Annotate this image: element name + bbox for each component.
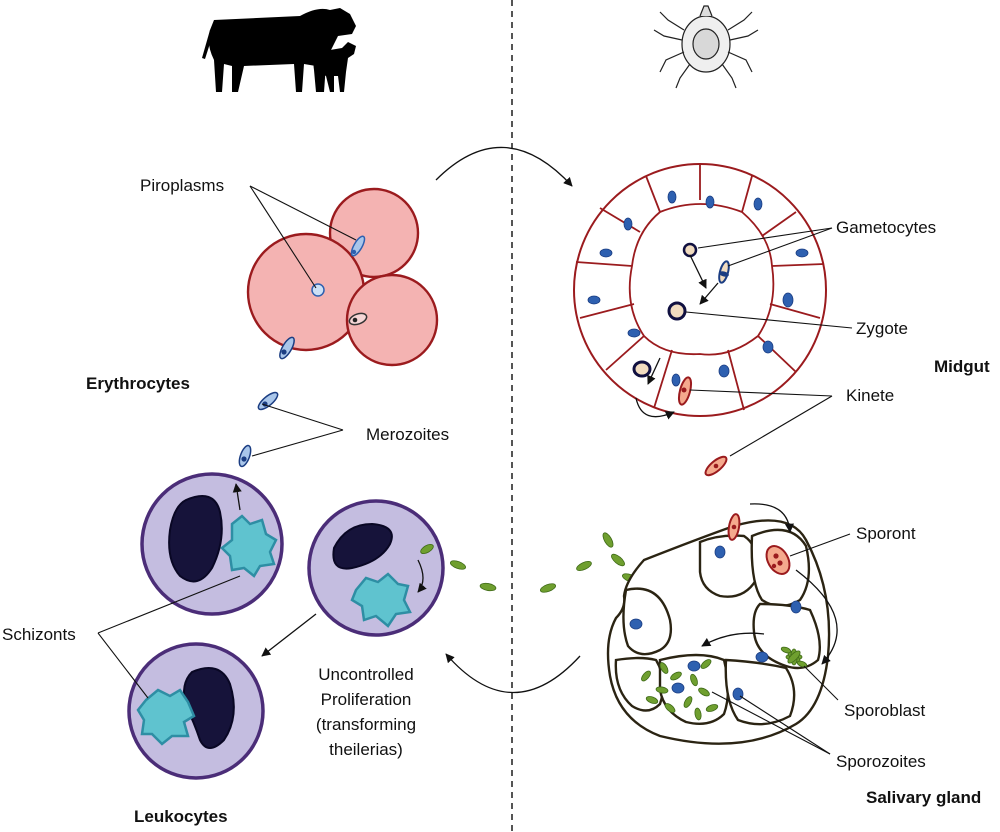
sporozoites-in-cell [641,659,719,721]
label-leukocytes: Leukocytes [134,807,228,826]
tick-icon [653,5,759,89]
piroplasm [311,283,325,297]
zygote [667,301,687,321]
label-zygote: Zygote [856,319,908,338]
label-piroplasms: Piroplasms [140,176,224,195]
label-gametocytes: Gametocytes [836,218,936,237]
erythrocyte [345,273,439,367]
label-salivary-gland: Salivary gland [866,788,981,807]
cycle-arrows [232,146,838,694]
gametocyte [682,242,698,258]
label-proliferation-1: Uncontrolled [318,665,413,684]
midgut-cell-nuclei [587,190,809,387]
label-midgut: Midgut [934,357,990,376]
leukocyte-bottom [127,642,265,780]
merozoite [238,444,252,468]
sporoblast [780,646,808,668]
zygote-in-cell [632,360,652,378]
schizont [136,688,196,746]
leader-lines [97,185,853,755]
leukocyte-top-left [140,472,284,616]
tick-midgut [573,163,827,417]
label-sporont: Sporont [856,524,916,543]
label-proliferation-4: theilerias) [329,740,403,759]
label-sporozoites: Sporozoites [836,752,926,771]
label-schizonts: Schizonts [2,625,76,644]
label-erythrocytes: Erythrocytes [86,374,190,393]
cow-and-calf-icon [202,8,356,92]
label-proliferation-2: Proliferation [321,690,412,709]
label-merozoites: Merozoites [366,425,449,444]
label-proliferation-3: (transforming [316,715,416,734]
label-kinete: Kinete [846,386,894,405]
erythrocyte [246,232,366,352]
schizont [220,514,278,578]
gland-cell-nuclei [629,545,802,701]
merozoite-group [238,336,295,468]
schizont [350,572,412,628]
erythrocyte-cluster [246,187,439,367]
label-sporoblast: Sporoblast [844,701,926,720]
leukocyte-top-right [307,499,445,637]
tick-salivary-gland [606,513,831,745]
